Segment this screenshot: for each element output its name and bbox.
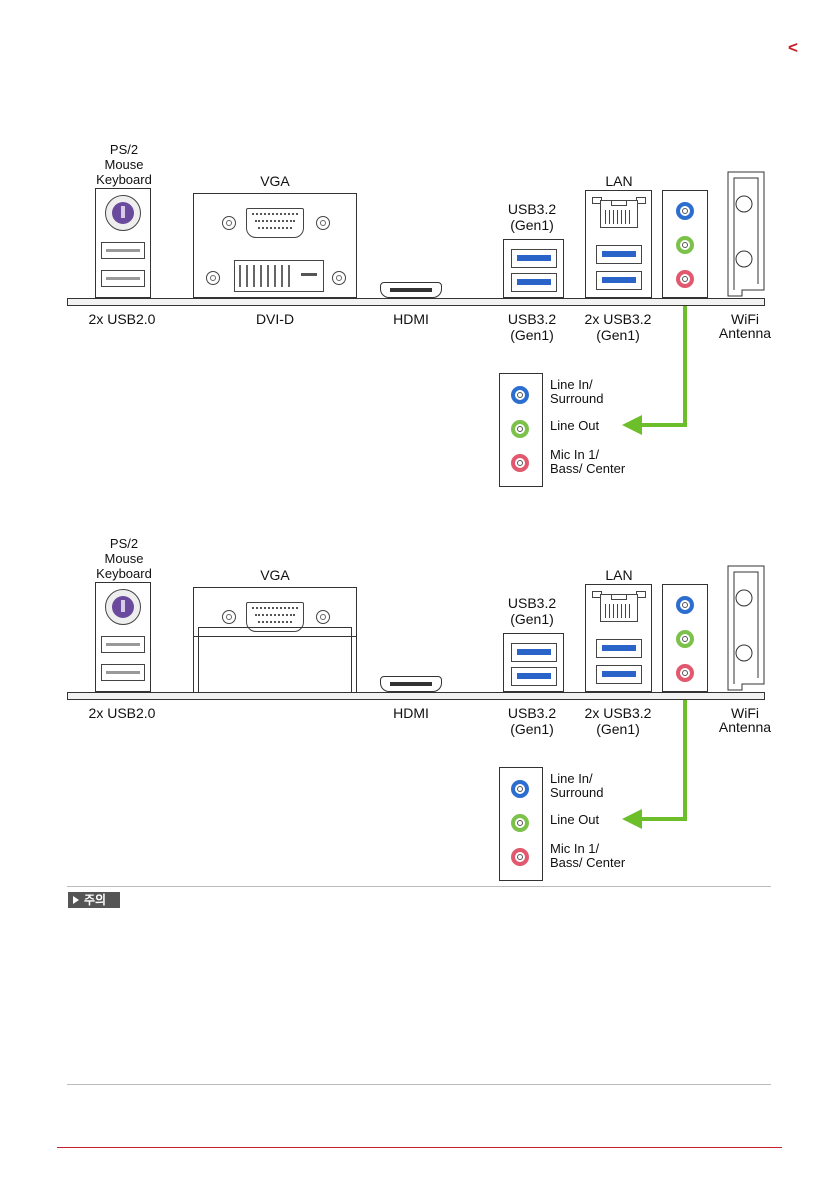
- audio-arrow: [622, 306, 687, 435]
- line-in-legend-icon: [511, 780, 529, 798]
- usb32-bottom-sublabel: (Gen1): [510, 327, 554, 343]
- usb32-top-label: USB3.2: [507, 201, 557, 217]
- audio-legend-box: [499, 767, 543, 881]
- screw-icon: [332, 271, 346, 285]
- vga-dvi-block: [193, 193, 357, 298]
- hdmi-port-icon: [380, 282, 442, 298]
- ps2-usb20-stack: [95, 188, 151, 298]
- usb32-top-sublabel: (Gen1): [510, 611, 554, 627]
- line-out-legend-icon: [511, 420, 529, 438]
- note-bottom-divider: [67, 1084, 771, 1085]
- usb20-port-top: [101, 636, 145, 653]
- vga-dvi-block: [193, 587, 357, 637]
- screw-icon: [316, 216, 330, 230]
- lan-usb32-bottom-label: 2x USB3.2: [584, 311, 652, 327]
- usb32-port-top: [511, 643, 557, 662]
- io-shield-baseline: [67, 298, 765, 306]
- usb32-top-label: USB3.2: [507, 595, 557, 611]
- mic-in-legend-icon: [511, 848, 529, 866]
- ps2-port-icon: [105, 195, 141, 231]
- line-in-legend-icon: [511, 386, 529, 404]
- line-in-jack-icon: [676, 202, 694, 220]
- lan-usb32-bottom-sublabel: (Gen1): [596, 327, 640, 343]
- lan-label: LAN: [605, 567, 633, 583]
- lan-usb32-bottom-label: 2x USB3.2: [584, 705, 652, 721]
- screw-icon: [222, 216, 236, 230]
- screw-icon: [316, 610, 330, 624]
- ps2-port-icon: [105, 589, 141, 625]
- lan-usb32-port-bottom: [596, 271, 642, 290]
- usb32-top-sublabel: (Gen1): [510, 217, 554, 233]
- usb20-port-bottom: [101, 270, 145, 287]
- mic-in-jack-icon: [676, 270, 694, 288]
- note-badge: 주의: [68, 892, 120, 908]
- wifi-label: WiFi: [731, 705, 759, 721]
- vga-port-icon: [246, 208, 304, 238]
- screw-icon: [206, 271, 220, 285]
- note-label: 주의: [84, 893, 107, 907]
- antenna-label: Antenna: [718, 325, 772, 341]
- usb32-port-bottom: [511, 273, 557, 292]
- lan-usb32-stack: [585, 190, 652, 298]
- hdmi-bottom-label: HDMI: [393, 311, 429, 327]
- lan-port-icon: [600, 594, 638, 622]
- ps2-usb20-stack: [95, 582, 151, 692]
- screw-icon: [222, 610, 236, 624]
- line-in-jack-icon: [676, 596, 694, 614]
- mic-in-legend-label: Mic In 1/ Bass/ Center: [550, 447, 626, 476]
- line-out-jack-icon: [676, 630, 694, 648]
- dvi-bottom-label: DVI-D: [255, 311, 295, 327]
- mic-in-legend-label: Mic In 1/ Bass/ Center: [550, 841, 626, 870]
- usb32-port-top: [511, 249, 557, 268]
- audio-jack-stack: [662, 584, 708, 692]
- wifi-antenna-bracket: [724, 562, 766, 692]
- lan-usb32-bottom-sublabel: (Gen1): [596, 721, 640, 737]
- hdmi-port-icon: [380, 676, 442, 692]
- vga-shield-frame: [193, 627, 357, 692]
- vga-label: VGA: [260, 567, 290, 583]
- lan-usb32-port-bottom: [596, 665, 642, 684]
- usb20-bottom-label: 2x USB2.0: [88, 311, 156, 327]
- audio-arrow: [622, 700, 687, 829]
- usb32-stack: [503, 239, 564, 298]
- line-in-legend-label: Line In/ Surround: [550, 771, 604, 800]
- usb20-bottom-label: 2x USB2.0: [88, 705, 156, 721]
- line-in-legend-label: Line In/ Surround: [550, 377, 604, 406]
- lan-usb32-port-top: [596, 245, 642, 264]
- usb32-bottom-label: USB3.2: [507, 705, 557, 721]
- audio-jack-stack: [662, 190, 708, 298]
- mic-in-jack-icon: [676, 664, 694, 682]
- triangle-icon: [73, 896, 79, 904]
- note-top-divider: [67, 886, 771, 887]
- io-panel-diagram: PS/2 Mouse Keyboard VGA: [0, 524, 839, 884]
- lan-label: LAN: [605, 173, 633, 189]
- line-out-legend-icon: [511, 814, 529, 832]
- usb32-port-bottom: [511, 667, 557, 686]
- usb20-port-top: [101, 242, 145, 259]
- footer-rule: [57, 1147, 782, 1148]
- wifi-antenna-bracket: [724, 168, 766, 298]
- line-out-jack-icon: [676, 236, 694, 254]
- io-panel-diagram: PS/2 Mouse Keyboard VGA: [0, 130, 839, 490]
- wifi-label: WiFi: [731, 311, 759, 327]
- usb20-port-bottom: [101, 664, 145, 681]
- ps2-label: PS/2 Mouse Keyboard: [96, 536, 152, 581]
- ps2-label: PS/2 Mouse Keyboard: [96, 142, 152, 187]
- vga-label: VGA: [260, 173, 290, 189]
- lan-usb32-port-top: [596, 639, 642, 658]
- io-shield-baseline: [67, 692, 765, 700]
- usb32-bottom-sublabel: (Gen1): [510, 721, 554, 737]
- line-out-legend-label: Line Out: [550, 418, 600, 433]
- dvi-port-icon: [234, 260, 324, 292]
- lan-port-icon: [600, 200, 638, 228]
- audio-legend-box: [499, 373, 543, 487]
- lan-usb32-stack: [585, 584, 652, 692]
- mic-in-legend-icon: [511, 454, 529, 472]
- page-marker-chevron: <: [788, 38, 798, 57]
- antenna-label: Antenna: [718, 719, 772, 735]
- hdmi-bottom-label: HDMI: [393, 705, 429, 721]
- line-out-legend-label: Line Out: [550, 812, 600, 827]
- usb32-bottom-label: USB3.2: [507, 311, 557, 327]
- usb32-stack: [503, 633, 564, 692]
